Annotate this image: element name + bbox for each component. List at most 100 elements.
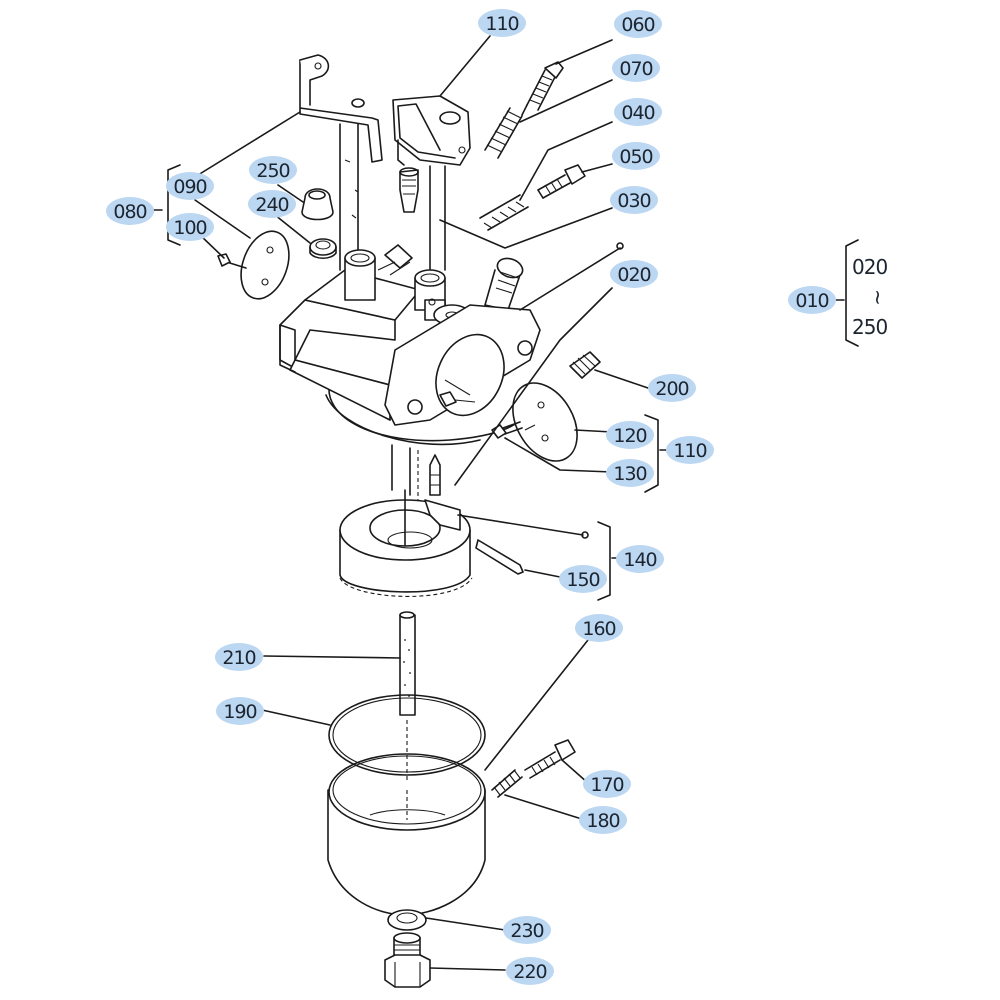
gasket-plate xyxy=(512,382,578,462)
callout-highlight xyxy=(606,459,654,487)
callout-highlight xyxy=(610,260,658,288)
callout-250: 250 xyxy=(249,156,297,184)
idle-spring xyxy=(484,107,523,159)
callout-230: 230 xyxy=(503,916,551,944)
callout-130: 130 xyxy=(606,459,654,487)
callout-number: 180 xyxy=(586,810,619,832)
callout-highlight xyxy=(648,374,696,402)
callout-highlight xyxy=(614,98,662,126)
seal-240 xyxy=(309,238,337,260)
callout-highlight xyxy=(559,565,607,593)
callout-020: 020 xyxy=(610,260,658,288)
callout-050: 050 xyxy=(612,142,660,170)
bracket-140 xyxy=(597,521,611,601)
float-pin xyxy=(475,539,524,575)
choke-lever xyxy=(392,95,471,271)
throttle-plate xyxy=(217,230,290,300)
callout-highlight xyxy=(612,142,660,170)
callout-160: 160 xyxy=(575,614,623,642)
filter-tube xyxy=(399,611,416,820)
callout-150: 150 xyxy=(559,565,607,593)
callout-number: 100 xyxy=(173,217,206,239)
callout-110: 110 xyxy=(666,436,714,464)
callout-220: 220 xyxy=(506,957,554,985)
callout-highlight xyxy=(215,643,263,671)
carburetor-body xyxy=(279,244,541,500)
callout-170: 170 xyxy=(583,770,631,798)
range-from: 020 xyxy=(852,255,887,279)
callout-number: 140 xyxy=(623,549,656,571)
callout-240: 240 xyxy=(248,190,296,218)
callout-number: 210 xyxy=(222,647,255,669)
callout-number: 250 xyxy=(256,160,289,182)
callout-labels: 110 060 070 040 050 030 090 080 100 250 240 020 010 2… xyxy=(106,9,836,985)
callout-number: 230 xyxy=(510,920,543,942)
range-to: 250 xyxy=(852,315,887,339)
callout-highlight xyxy=(616,545,664,573)
callout-200: 200 xyxy=(648,374,696,402)
callout-highlight xyxy=(216,697,264,725)
callout-010: 010 xyxy=(788,286,836,314)
callout-highlight xyxy=(503,916,551,944)
mixture-screw xyxy=(537,164,586,199)
callout-180: 180 xyxy=(579,806,627,834)
leader-lines xyxy=(149,35,845,971)
callout-070: 070 xyxy=(612,54,660,82)
callout-080: 080 xyxy=(106,197,154,225)
mixture-spring xyxy=(479,194,529,231)
callout-100: 100 xyxy=(166,213,214,241)
callout-040: 040 xyxy=(614,98,662,126)
throttle-lever xyxy=(299,54,383,276)
callout-190: 190 xyxy=(216,697,264,725)
callout-number: 050 xyxy=(619,146,652,168)
callout-highlight xyxy=(666,436,714,464)
callout-number: 190 xyxy=(223,701,256,723)
callout-number: 220 xyxy=(513,961,546,983)
callout-highlight xyxy=(166,172,214,200)
callout-highlight xyxy=(106,197,154,225)
callout-highlight xyxy=(166,213,214,241)
range-tilde: ~ xyxy=(866,289,890,305)
callout-highlight xyxy=(583,770,631,798)
bracket-080 xyxy=(167,164,181,246)
callout-number: 160 xyxy=(582,618,615,640)
callout-090: 090 xyxy=(166,172,214,200)
callout-060: 060 xyxy=(614,10,662,38)
callout-highlight xyxy=(788,286,836,314)
callout-number: 010 xyxy=(795,290,828,312)
small-ball xyxy=(616,242,624,250)
o-ring xyxy=(328,694,486,776)
callout-number: 130 xyxy=(613,463,646,485)
callout-number: 200 xyxy=(655,378,688,400)
callout-number: 030 xyxy=(617,190,650,212)
float xyxy=(339,489,473,597)
callout-number: 150 xyxy=(566,569,599,591)
idle-screw xyxy=(521,61,564,116)
drain-bolt xyxy=(384,932,431,988)
callout-highlight xyxy=(614,10,662,38)
callout-highlight xyxy=(248,190,296,218)
bracket-110 xyxy=(644,414,659,493)
cap-250 xyxy=(301,188,334,221)
callout-number: 110 xyxy=(485,13,518,35)
plug-200 xyxy=(569,351,601,379)
range-note: 020 ~ 250 xyxy=(852,255,890,339)
callout-number: 120 xyxy=(613,425,646,447)
callout-number: 070 xyxy=(619,58,652,80)
callout-110: 110 xyxy=(478,9,526,37)
washer xyxy=(387,909,427,931)
callout-highlight xyxy=(579,806,627,834)
callout-number: 110 xyxy=(673,440,706,462)
drain-screw xyxy=(524,739,576,779)
pilot-jet xyxy=(399,167,419,213)
callout-number: 060 xyxy=(621,14,654,36)
callout-highlight xyxy=(575,614,623,642)
bracket-010 xyxy=(845,239,859,347)
callout-030: 030 xyxy=(610,186,658,214)
callout-210: 210 xyxy=(215,643,263,671)
drain-spring xyxy=(491,769,523,798)
callout-highlight xyxy=(506,957,554,985)
callout-number: 080 xyxy=(113,201,146,223)
